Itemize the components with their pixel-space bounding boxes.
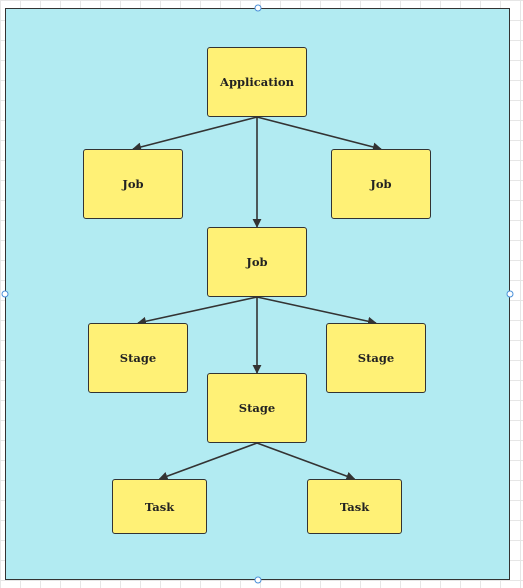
node-task-left[interactable]: Task (112, 479, 207, 534)
resize-handle-top[interactable] (254, 4, 262, 12)
node-job-right[interactable]: Job (331, 149, 431, 219)
resize-handle-right[interactable] (506, 290, 514, 298)
node-job-left[interactable]: Job (83, 149, 183, 219)
node-task-right[interactable]: Task (307, 479, 402, 534)
node-stage-right[interactable]: Stage (326, 323, 426, 393)
resize-handle-left[interactable] (1, 290, 9, 298)
node-stage-left[interactable]: Stage (88, 323, 188, 393)
node-stage-center[interactable]: Stage (207, 373, 307, 443)
node-application[interactable]: Application (207, 47, 307, 117)
node-job-center[interactable]: Job (207, 227, 307, 297)
resize-handle-bottom[interactable] (254, 576, 262, 584)
